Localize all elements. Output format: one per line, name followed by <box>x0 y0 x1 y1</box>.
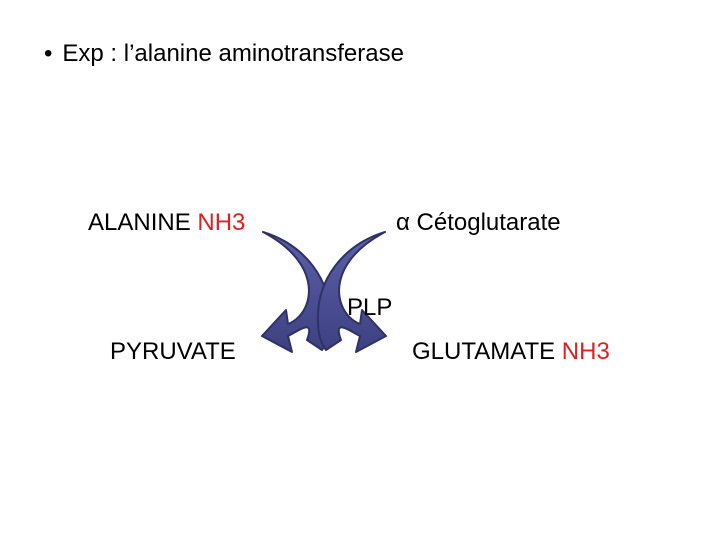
title-bullet-line: • Exp : l’alanine aminotransferase <box>44 38 404 70</box>
curved-arrow-right-icon <box>316 231 387 353</box>
substrate-1-name: ALANINE <box>88 209 191 236</box>
bullet-icon: • <box>44 40 53 67</box>
product-2-amine-group: NH3 <box>561 338 610 365</box>
slide-title: Exp : l’alanine aminotransferase <box>62 40 404 67</box>
product-2-name: GLUTAMATE <box>412 338 556 365</box>
substrate-alpha-ketoglutarate: α Cétoglutarate <box>396 209 561 236</box>
product-glutamate: GLUTAMATE NH3 <box>412 337 610 367</box>
substrate-1-amine-group: NH3 <box>197 209 246 236</box>
substrate-alanine: ALANINE NH3 <box>88 208 245 238</box>
cofactor-plp: PLP <box>347 294 393 321</box>
product-pyruvate: PYRUVATE <box>110 338 236 365</box>
